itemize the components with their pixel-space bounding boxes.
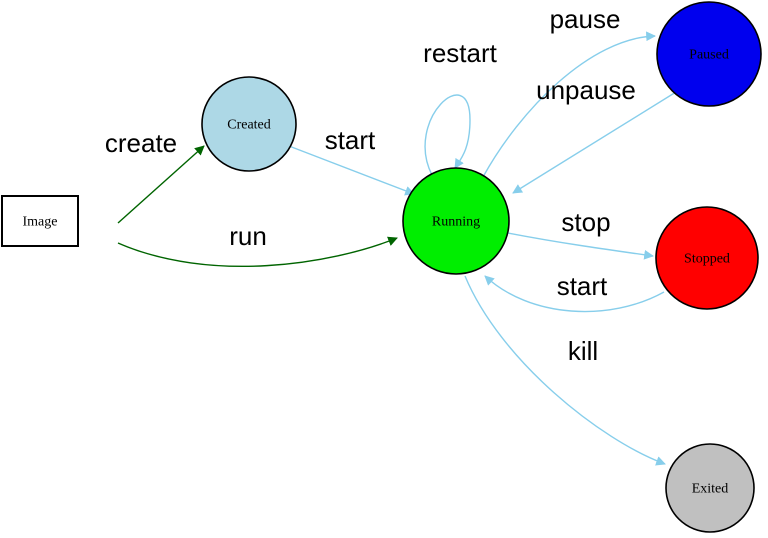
- node-shape-paused: [656, 1, 762, 107]
- edge-kill[interactable]: [464, 275, 666, 466]
- edge-start-created[interactable]: [288, 145, 415, 196]
- node-label-exited: Exited: [692, 482, 729, 497]
- node-shape-exited: [665, 443, 755, 533]
- node-image[interactable]: Image: [1, 195, 79, 247]
- node-label-paused: Paused: [689, 48, 729, 63]
- node-label-created: Created: [227, 118, 271, 133]
- edge-pause[interactable]: [482, 31, 656, 178]
- edge-restart[interactable]: [424, 94, 471, 176]
- edge-labels-layer: create run start restart pause unpause stop sta…: [105, 4, 636, 366]
- node-shape-created: [201, 76, 297, 172]
- edge-label-unpause: unpause: [536, 75, 636, 105]
- node-stopped[interactable]: Stopped: [655, 206, 759, 310]
- edge-unpause[interactable]: [512, 91, 677, 194]
- edge-label-create: create: [105, 128, 177, 158]
- edge-label-pause: pause: [550, 4, 621, 34]
- node-shape-running: [402, 167, 510, 275]
- node-shape-stopped: [655, 206, 759, 310]
- edge-label-start-created: start: [325, 125, 376, 155]
- node-paused[interactable]: Paused: [656, 1, 762, 107]
- edge-run[interactable]: [117, 236, 398, 267]
- edge-label-run: run: [229, 221, 267, 251]
- node-created[interactable]: Created: [201, 76, 297, 172]
- edge-stop[interactable]: [507, 232, 654, 260]
- edge-start-stopped[interactable]: [484, 275, 665, 313]
- node-label-stopped: Stopped: [684, 252, 730, 267]
- edges-layer: [117, 31, 677, 466]
- node-shape-image: [1, 195, 79, 247]
- edge-label-restart: restart: [423, 38, 497, 68]
- node-exited[interactable]: Exited: [665, 443, 755, 533]
- edge-label-stop: stop: [561, 207, 610, 237]
- edge-create[interactable]: [117, 145, 205, 224]
- node-label-running: Running: [432, 215, 480, 230]
- node-running[interactable]: Running: [402, 167, 510, 275]
- edge-label-kill: kill: [568, 336, 598, 366]
- edge-label-start-stopped: start: [557, 271, 608, 301]
- node-label-image: Image: [23, 215, 58, 230]
